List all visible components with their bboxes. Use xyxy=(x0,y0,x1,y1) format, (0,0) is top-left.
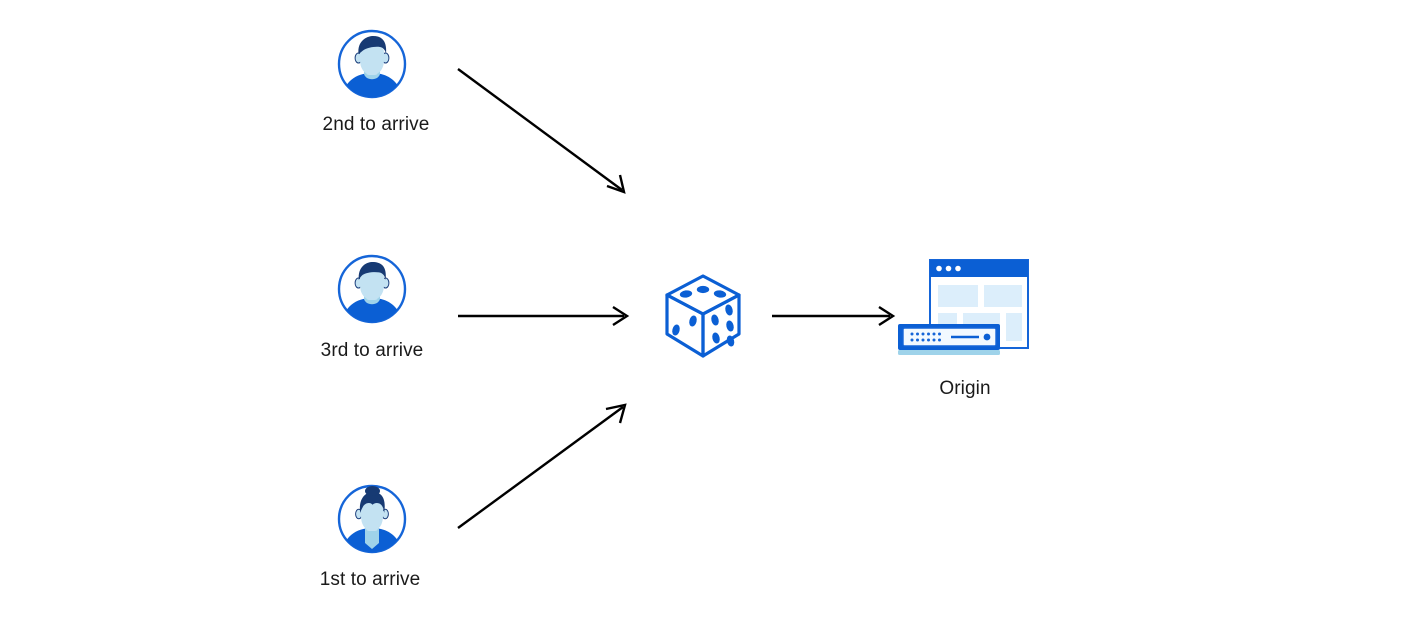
label-client-1st: 1st to arrive xyxy=(319,569,421,590)
dice-icon xyxy=(665,274,741,358)
connector-3rd-to-dice xyxy=(458,305,630,327)
user-avatar-icon xyxy=(337,29,407,99)
user-avatar-icon xyxy=(337,254,407,324)
server-device xyxy=(898,324,1000,355)
origin-server-icon xyxy=(898,259,1029,355)
node-origin[interactable] xyxy=(894,256,1034,366)
connector-dice-to-origin xyxy=(772,305,896,327)
label-client-3rd: 3rd to arrive xyxy=(320,340,424,361)
user-avatar-icon xyxy=(337,484,407,554)
label-origin: Origin xyxy=(939,378,991,399)
label-client-2nd: 2nd to arrive xyxy=(322,114,430,135)
node-client-1st[interactable] xyxy=(336,483,408,555)
node-randomizer[interactable] xyxy=(655,268,751,364)
node-client-2nd[interactable] xyxy=(336,28,408,100)
node-client-3rd[interactable] xyxy=(336,253,408,325)
connector-1st-to-dice xyxy=(457,403,627,529)
